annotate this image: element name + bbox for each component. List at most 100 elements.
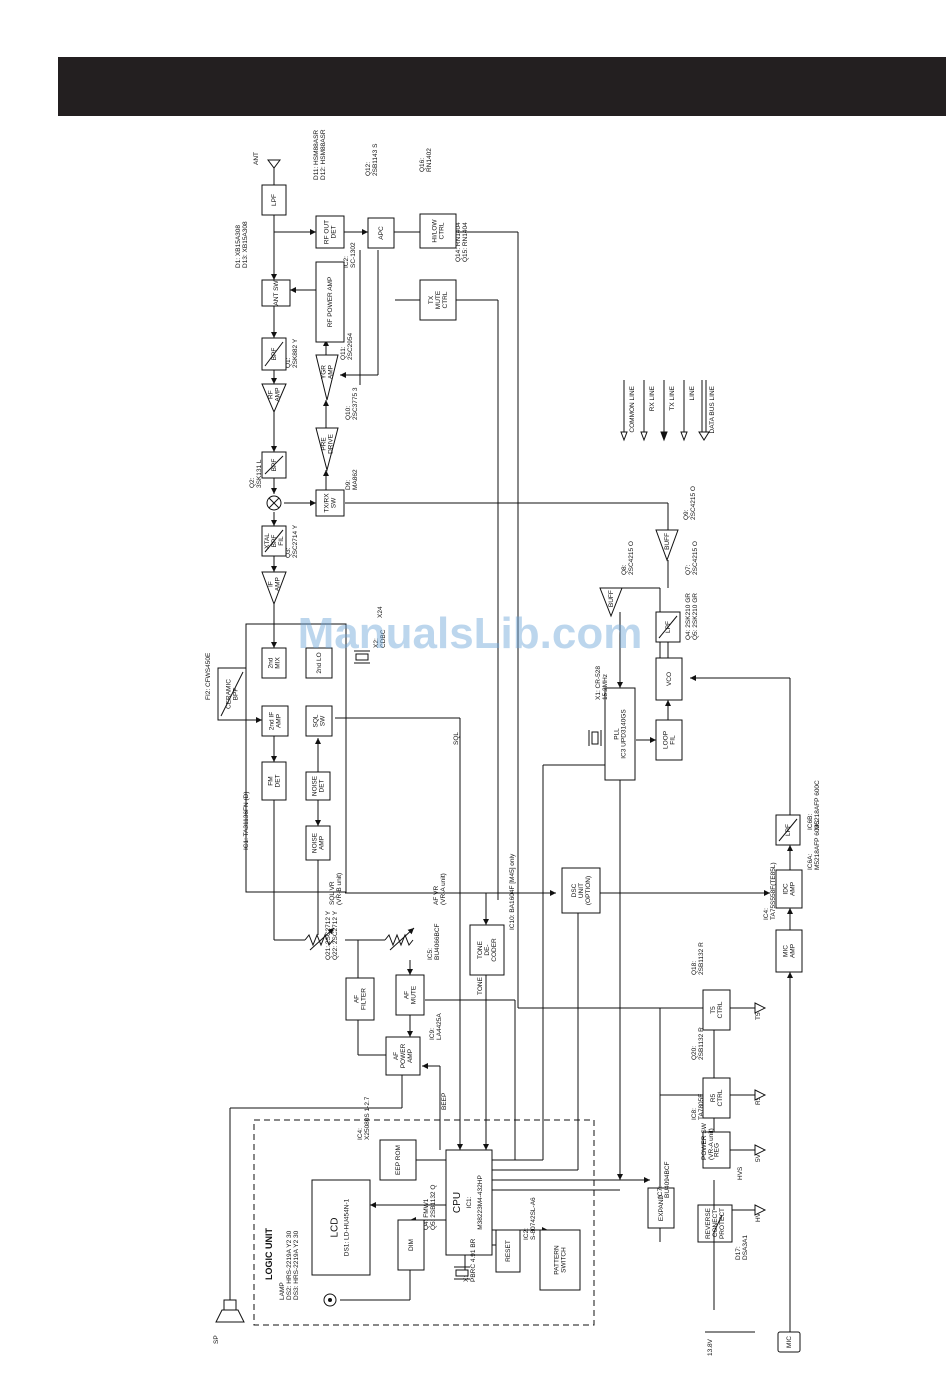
sql-vr-resistor-icon bbox=[304, 927, 335, 951]
apc-label-0: APC bbox=[378, 226, 385, 240]
signal-label-hvs: HVS bbox=[737, 1166, 744, 1180]
part-label-ic5-1: BU4066BCF bbox=[434, 923, 441, 960]
buff2-label-0: BUFF bbox=[664, 533, 671, 550]
part-label-d1-0: D1: XB15A308 bbox=[235, 225, 242, 268]
mic-amp-label-1: AMP bbox=[790, 944, 797, 958]
part-label-q1-0: Q1: bbox=[285, 357, 292, 368]
part-label-q10-1: 2SC3775 3 bbox=[352, 387, 359, 420]
part-label-sql-vr-1: (VR-B unit) bbox=[336, 873, 343, 905]
reg-block: REG bbox=[702, 1131, 731, 1169]
dsc-unit-label-0: DSC bbox=[571, 883, 578, 897]
cpu-label-2: M38223M4-432HP bbox=[477, 1175, 484, 1230]
part-label-q21-1: Q22: 2SC2712 Y bbox=[332, 910, 339, 960]
part-label-ic9-1: LA4425A bbox=[436, 1013, 443, 1040]
signal-label-beep: BEEP bbox=[441, 1093, 448, 1110]
part-label-q14-0: Q14: RN1404 bbox=[455, 222, 462, 262]
part-label-x1-pll-1: 15.2MHz bbox=[602, 674, 609, 700]
part-label-q7-0: Q7: bbox=[685, 564, 692, 575]
xtal-bpf-label-1: BPF bbox=[271, 535, 278, 548]
part-label-q18-1: 2SB1132 R bbox=[698, 942, 705, 975]
reg-label-0: REG bbox=[714, 1143, 721, 1157]
part-label-q4-logic-1: Q5: 2SB1132 Q bbox=[430, 1185, 437, 1230]
part-label-ic5-0: IC5: bbox=[427, 948, 434, 960]
apc-block: APC bbox=[367, 217, 395, 249]
legend-label-1: RX LINE bbox=[649, 385, 656, 411]
lo2-label-0: 2nd LO bbox=[316, 652, 323, 673]
dim-block: DIM bbox=[397, 1219, 425, 1271]
part-label-q8-1: 2SC4215 O bbox=[628, 541, 635, 575]
legend-label-0: COMMON LINE bbox=[629, 385, 636, 432]
if-amp-label-1: AMP bbox=[275, 577, 282, 591]
cpu-label-1: IC1: bbox=[466, 1196, 473, 1208]
legend-label-2: TX LINE bbox=[669, 385, 676, 410]
loop-fil-label-0: LOOP bbox=[663, 731, 670, 749]
part-label-ic6b-0: IC6B: bbox=[807, 814, 814, 830]
noise-amp-label-1: AMP bbox=[319, 836, 326, 850]
part-label-q16-1: RN1402 bbox=[426, 148, 433, 172]
tx-mute-label-1: MUTE bbox=[435, 290, 442, 309]
watermark: ManualsLib.com bbox=[298, 609, 643, 658]
part-label-q8-0: Q8: bbox=[621, 564, 628, 575]
part-label-ic4-logic-1: X25080S 1-2.7 bbox=[364, 1096, 371, 1140]
rf-amp-label-1: AMP bbox=[275, 388, 282, 402]
rf-power-amp-block: RF POWER AMP bbox=[315, 261, 345, 343]
part-label-ic4-0: IC4: bbox=[763, 908, 770, 920]
part-label-q11-1: 2SC2954 bbox=[347, 333, 354, 360]
fm-det-label-0: FM bbox=[268, 776, 275, 785]
af-filter-label-0: AF bbox=[354, 995, 361, 1003]
mixer-symbol-icon bbox=[266, 495, 282, 511]
hi-low-label-0: HI/LOW bbox=[432, 219, 439, 243]
part-label-ic7-1: BU4094BCF bbox=[664, 1161, 671, 1198]
mic-port[interactable]: MIC bbox=[777, 1331, 801, 1353]
mic-port-label: MIC bbox=[786, 1336, 793, 1348]
part-label-q2-1: 3SK131 L bbox=[256, 459, 263, 488]
part-label-q20-1: 2SB1132 R bbox=[698, 1027, 705, 1060]
part-label-q11-0: Q11: bbox=[340, 346, 347, 360]
t5-ctrl-label-0: T5 bbox=[710, 1006, 717, 1014]
fm-det-label-1: DET bbox=[275, 774, 282, 787]
part-label-lamp-2: DS3: HRS-2219A Y2 30 bbox=[293, 1230, 300, 1300]
reset-label-0: RESET bbox=[505, 1240, 512, 1262]
expand-label-0: EXPAND bbox=[658, 1195, 665, 1222]
sp-port-label: SP bbox=[213, 1335, 220, 1344]
part-label-q9-1: 2SC4215 O bbox=[690, 486, 697, 520]
lpf-mid-block: LPF bbox=[655, 611, 681, 643]
part-label-ic6b-1: M5218AFP 600C bbox=[814, 780, 821, 830]
signal-label-v5: 5V bbox=[755, 1153, 762, 1162]
part-label-ic9-0: IC9: bbox=[429, 1028, 436, 1040]
ygr-amp-label-0: YGR bbox=[321, 365, 328, 379]
power-switch-icon[interactable] bbox=[713, 1205, 723, 1242]
part-label-d17-1: DSA3A1 bbox=[742, 1235, 749, 1260]
xtal-bpf-label-0: XTAL bbox=[264, 533, 271, 549]
af-filter-label-1: FILTER bbox=[361, 988, 368, 1010]
legend-label-3: LINE bbox=[689, 385, 696, 400]
part-label-x2-1: CDBC bbox=[380, 629, 387, 648]
eeprom-block: EEP ROM bbox=[379, 1139, 417, 1181]
part-label-ic10-0: IC10: BA1604F [M45] only bbox=[509, 853, 516, 930]
hv-output-icon bbox=[754, 1204, 767, 1216]
part-label-lamp-1: DS2: HRS-2219A Y2 30 bbox=[286, 1230, 293, 1300]
legend-item-0: COMMON LINE bbox=[620, 380, 636, 442]
part-label-power-sw-1: (VR-A unit) bbox=[708, 1128, 715, 1160]
ant-sw-block: ANT SW bbox=[261, 279, 291, 307]
part-label-ic2-1: SC-1302 bbox=[350, 242, 357, 268]
part-label-ic2-0: IC2: bbox=[343, 256, 350, 268]
legend-item-4: DATA BUS LINE bbox=[698, 380, 716, 441]
